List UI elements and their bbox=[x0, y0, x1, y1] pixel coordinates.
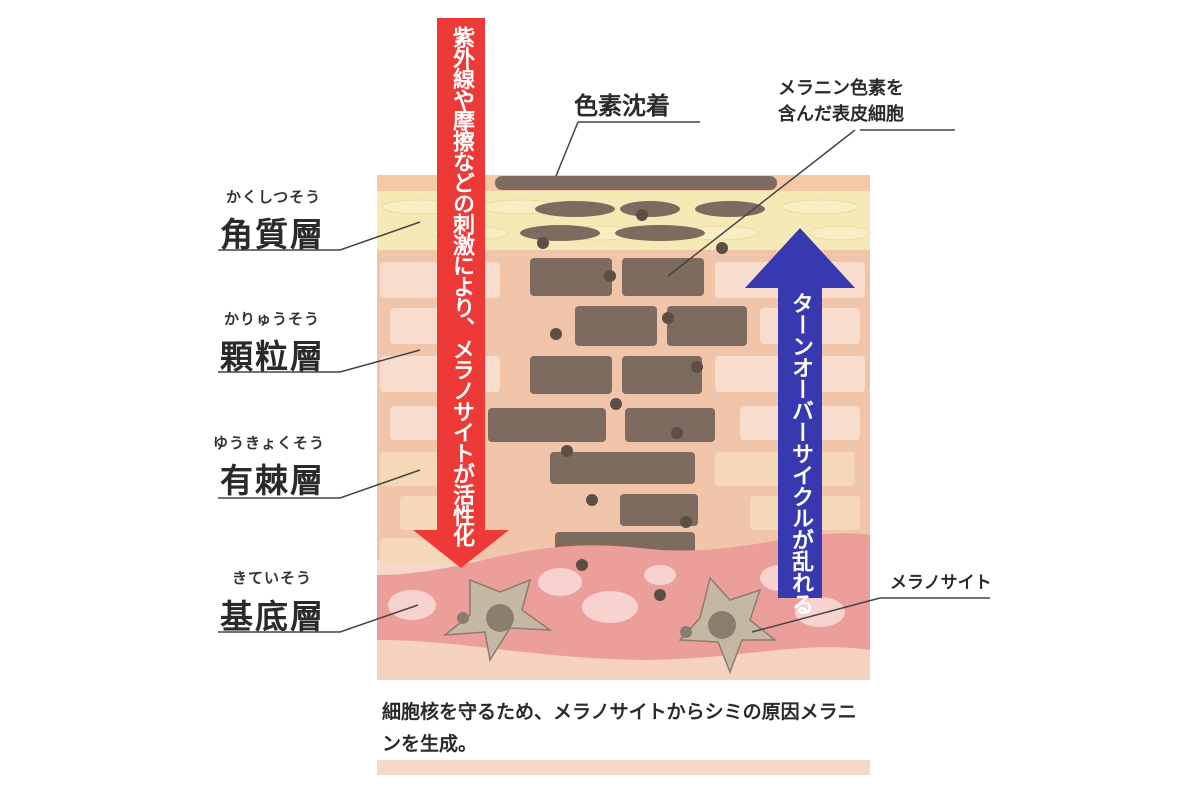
layer-ruby-horny: かくしつそう bbox=[226, 188, 322, 206]
melanin-cell-label: メラニン色素を含んだ表皮細胞 bbox=[778, 76, 904, 128]
leader-lines bbox=[218, 121, 990, 633]
layer-name-horny: 角質層 bbox=[220, 215, 325, 254]
layer-name-spinous: 有棘層 bbox=[220, 461, 325, 500]
melanin-cell-label-line: 含んだ表皮細胞 bbox=[778, 104, 904, 125]
melanin-granules bbox=[537, 209, 728, 601]
layer-ruby-granular: かりゅうそう bbox=[224, 310, 321, 328]
pigment-deposit bbox=[495, 176, 777, 190]
caption-base bbox=[377, 760, 870, 775]
turnover-arrow bbox=[745, 228, 855, 598]
turnover-arrow-text: ターンオーバーサイクルが乱れる bbox=[788, 292, 813, 615]
caption-area bbox=[377, 680, 870, 775]
layer-ruby-basal: きていそう bbox=[232, 569, 313, 587]
melanocyte-label: メラノサイト bbox=[890, 573, 992, 593]
melanin-cell-label-line: メラニン色素を bbox=[778, 78, 904, 99]
stimulus-arrow-text: 紫外線や摩擦などの刺激により、メラノサイトが活性化 bbox=[449, 26, 474, 547]
diagram-caption: 細胞核を守るため、メラノサイトからシミの原因メラニンを生成。 bbox=[382, 701, 857, 755]
stimulus-arrow bbox=[413, 18, 509, 568]
pigmented-cells bbox=[488, 258, 747, 562]
layer-name-granular: 顆粒層 bbox=[220, 337, 325, 376]
layer-ruby-spinous: ゆうきょくそう bbox=[213, 434, 326, 452]
basal-cells bbox=[388, 565, 845, 627]
layer-name-basal: 基底層 bbox=[220, 597, 325, 636]
dermis bbox=[377, 640, 870, 680]
pigmentation-label: 色素沈着 bbox=[574, 92, 670, 120]
melanocyte-cells bbox=[442, 576, 778, 675]
